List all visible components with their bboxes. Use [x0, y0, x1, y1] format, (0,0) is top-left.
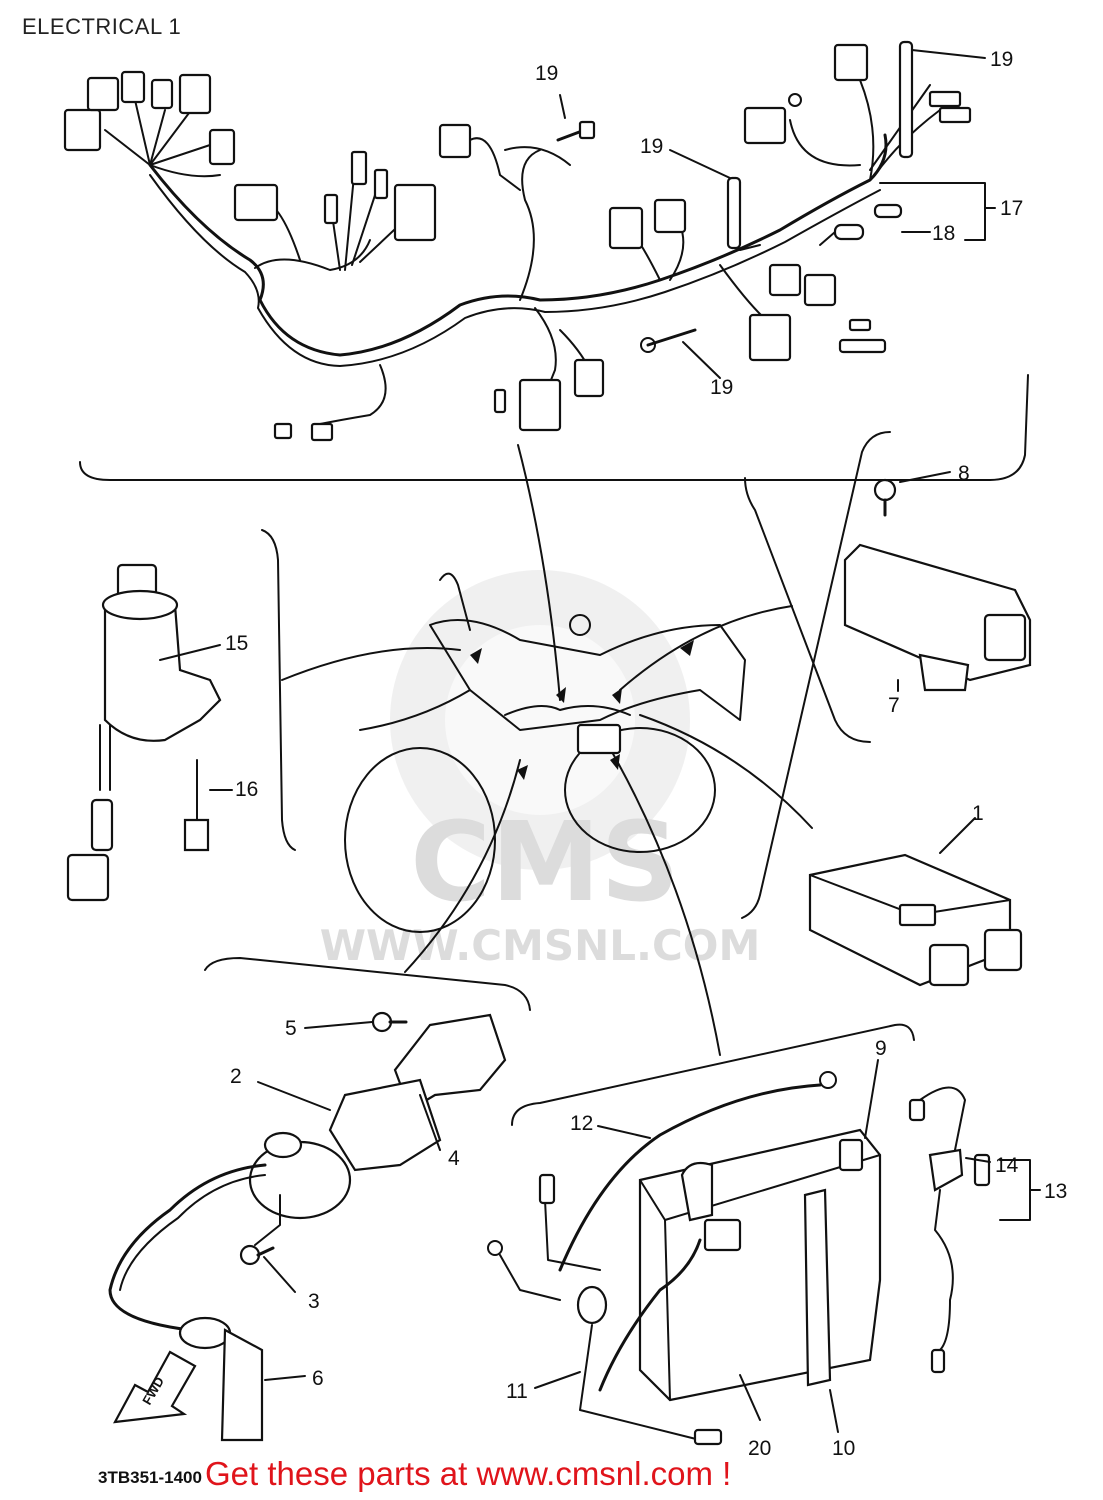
- fuse: [819, 203, 903, 246]
- main-switch: [66, 563, 222, 902]
- callout-19-bolt: 19: [710, 376, 733, 399]
- callout-7: 7: [888, 694, 900, 717]
- callout-11: 11: [506, 1380, 528, 1403]
- callout-numbers: 1 2 3 4 5 6 7 8 9 10 11 12 13 14 15 16 1…: [225, 48, 1067, 1460]
- callout-4: 4: [448, 1147, 460, 1170]
- cable-ties: [556, 40, 914, 353]
- drawing-number: 3TB351-1400: [98, 1468, 202, 1487]
- page-title: ELECTRICAL 1: [22, 14, 182, 39]
- callout-19-top-right: 19: [990, 48, 1013, 71]
- battery-assembly: [487, 1071, 882, 1446]
- callout-20: 20: [748, 1437, 771, 1460]
- callout-6: 6: [312, 1367, 324, 1390]
- ignition-coil-assembly: [108, 1011, 507, 1442]
- callout-3: 3: [308, 1290, 320, 1313]
- callout-leaders: [159, 49, 1041, 1433]
- forward-arrow: FWD: [113, 1350, 197, 1424]
- wire-harness: [63, 43, 972, 442]
- callout-15: 15: [225, 632, 248, 655]
- callout-16: 16: [235, 778, 258, 801]
- motorcycle-outline: [344, 572, 746, 933]
- callout-5: 5: [285, 1017, 297, 1040]
- callout-2: 2: [230, 1065, 242, 1088]
- location-leaders: [281, 444, 813, 1056]
- watermark: CMS WWW.CMSNL.COM: [320, 570, 761, 970]
- callout-18: 18: [932, 222, 955, 245]
- switch-lead: [908, 1086, 991, 1374]
- callout-12: 12: [570, 1112, 593, 1135]
- callout-1: 1: [972, 802, 984, 825]
- callout-14: 14: [995, 1154, 1019, 1177]
- callout-13: 13: [1044, 1180, 1067, 1203]
- group-brackets: [79, 374, 1029, 1126]
- callout-19-top-center: 19: [535, 62, 558, 85]
- callout-17: 17: [1000, 197, 1023, 220]
- callout-9: 9: [875, 1037, 887, 1060]
- callout-10: 10: [832, 1437, 855, 1460]
- footer-banner-link[interactable]: Get these parts at www.cmsnl.com !: [205, 1455, 732, 1492]
- callout-8: 8: [958, 462, 970, 485]
- watermark-brand: CMS: [410, 798, 679, 926]
- rectifier-regulator: [843, 478, 1032, 692]
- callout-19-cable-tie: 19: [640, 135, 663, 158]
- watermark-url: WWW.CMSNL.COM: [320, 921, 761, 970]
- cdi-unit: [808, 853, 1023, 987]
